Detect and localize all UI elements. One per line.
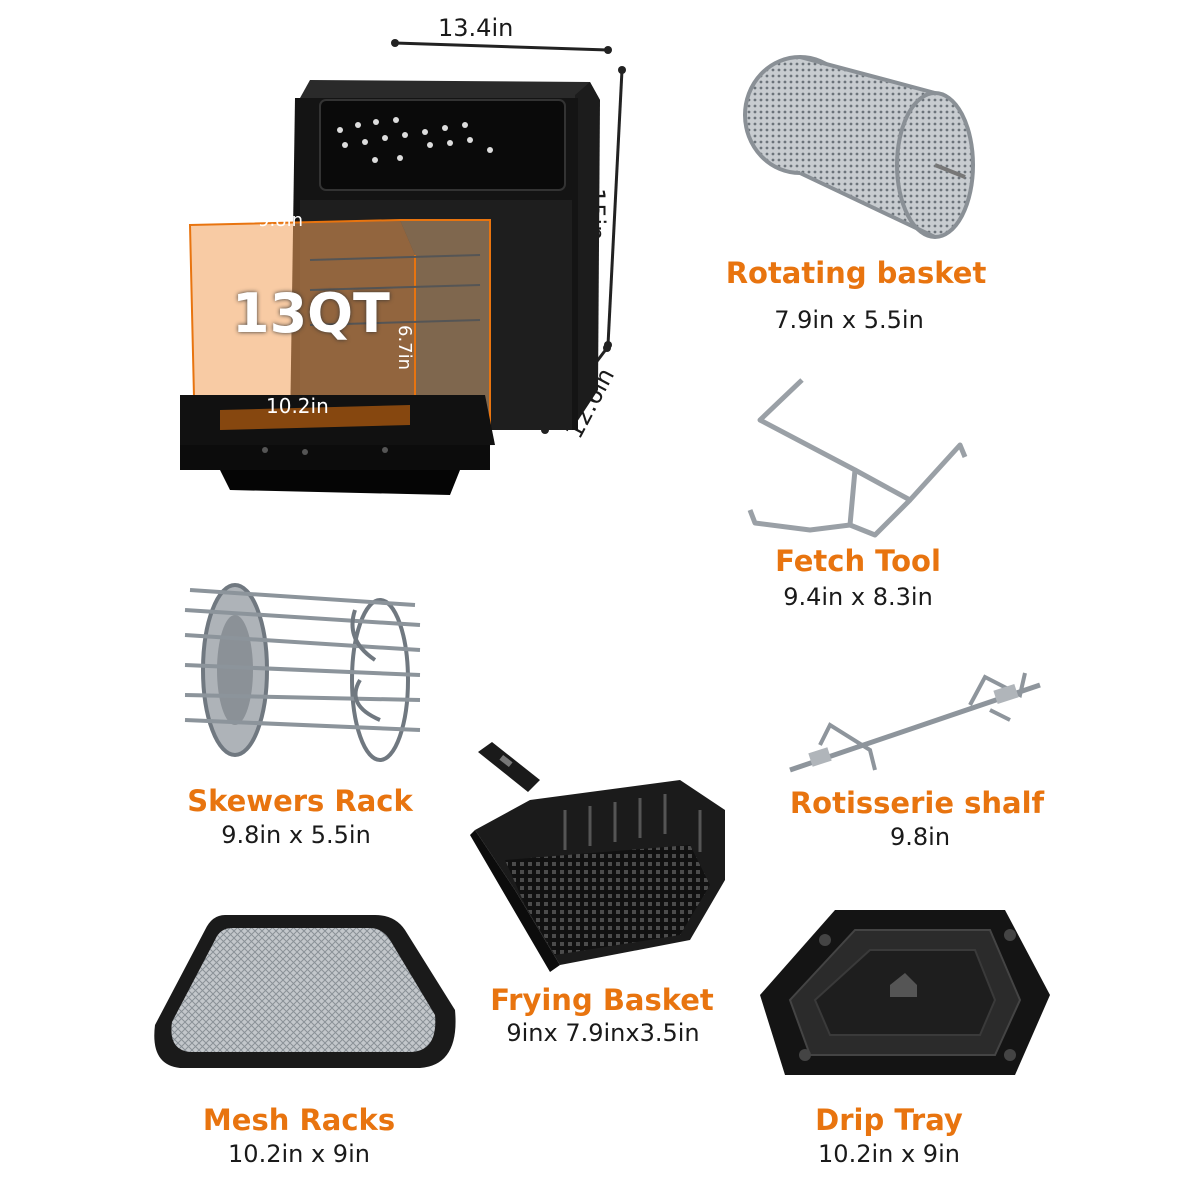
width-measure: 13.4in (438, 14, 514, 42)
skewers-rack-title: Skewers Rack (187, 784, 413, 818)
mesh-racks-title: Mesh Racks (202, 1103, 396, 1137)
mesh-cylinder-icon (743, 55, 975, 239)
frying-basket-title: Frying Basket (490, 983, 714, 1017)
basket-icon (470, 742, 725, 972)
inner-depth-measure: 9.8in (258, 210, 304, 231)
drip-tray-size: 10.2in x 9in (818, 1140, 960, 1168)
rotisserie-shaft-title: Rotisserie shalf (789, 786, 1045, 820)
wire-tool-icon (747, 378, 968, 538)
capacity-label: 13QT (232, 282, 390, 345)
drip-tray-title: Drip Tray (815, 1103, 963, 1137)
rotating-basket-title: Rotating basket (725, 256, 987, 290)
inner-width-measure: 10.2in (266, 394, 329, 418)
inner-height-measure: 6.7in (394, 325, 415, 371)
fetch-tool-title: Fetch Tool (775, 544, 941, 578)
fetch-tool-size: 9.4in x 8.3in (783, 583, 933, 611)
skewers-rack-size: 9.8in x 5.5in (221, 821, 371, 849)
air-fryer-body (180, 80, 600, 495)
frying-basket-size: 9inx 7.9inx3.5in (506, 1019, 700, 1047)
width-dimension-line (391, 39, 612, 54)
rotisserie-icon (789, 672, 1041, 773)
rotating-basket-size: 7.9in x 5.5in (774, 306, 924, 334)
mesh-racks-size: 10.2in x 9in (228, 1140, 370, 1168)
mesh-tray-icon (154, 915, 456, 1068)
drip-tray-icon (760, 910, 1050, 1075)
skewer-rack-icon (184, 583, 421, 762)
rotisserie-shaft-size: 9.8in (889, 823, 951, 851)
